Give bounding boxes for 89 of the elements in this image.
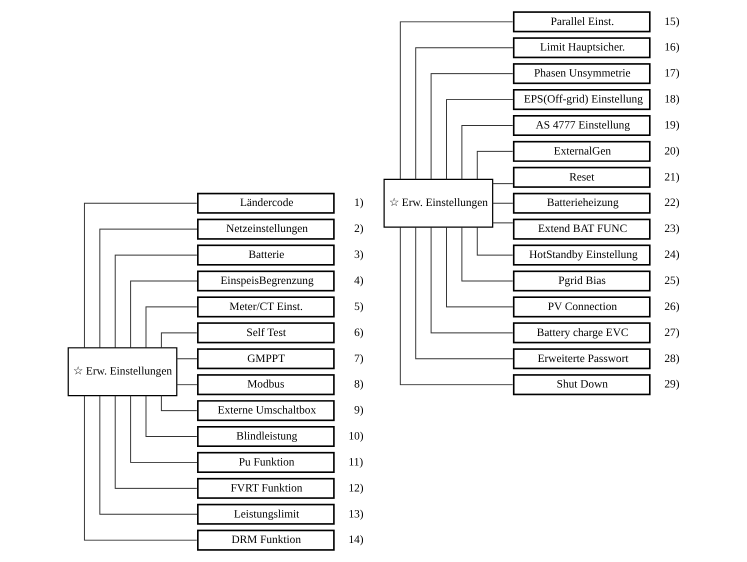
node-box: ☆ Erw. Einstellungen [67, 347, 177, 396]
connector [446, 226, 513, 308]
connector [98, 395, 197, 515]
node-box: ExternalGen [512, 140, 650, 162]
connector [83, 202, 197, 348]
node-box: Pgrid Bias [512, 270, 650, 292]
node-label: 8) [354, 378, 364, 391]
node-label: 19) [664, 119, 679, 132]
node-box: Batterie [196, 244, 334, 266]
node-label: 28) [664, 352, 679, 365]
node-box: DRM Funktion [196, 530, 334, 551]
node-label: 27) [664, 326, 679, 339]
node-box: Reset [512, 166, 650, 188]
connector [399, 21, 513, 180]
node-label: 4) [354, 274, 364, 287]
node-label: 24) [664, 249, 679, 262]
node-label: 25) [664, 274, 679, 287]
node-label: 14) [348, 534, 364, 546]
node-label: 29) [664, 378, 679, 391]
node-label: 1) [354, 197, 364, 210]
connector [414, 47, 513, 180]
node-box: Phasen Unsymmetrie [512, 63, 650, 84]
node-box: Limit Hauptsicher. [512, 37, 650, 58]
connector [145, 306, 197, 348]
node-box: Self Test [196, 322, 334, 344]
connector [460, 226, 513, 282]
connector [446, 99, 513, 180]
node-label: 23) [664, 223, 679, 236]
connector [492, 202, 513, 204]
node-box: ☆ Erw. Einstellungen [383, 178, 493, 228]
node-box: EPS(Off-grid) Einstellung [512, 89, 650, 110]
connector [83, 395, 197, 541]
node-box: Modbus [196, 374, 334, 396]
node-label: 26) [664, 300, 679, 313]
connector [114, 395, 197, 489]
node-box: Blindleistung [196, 426, 334, 448]
node-label: 11) [348, 456, 363, 468]
node-box: Netzeinstellungen [196, 218, 334, 240]
node-label: 10) [348, 430, 364, 443]
connector [160, 332, 197, 348]
node-label: 18) [664, 94, 679, 106]
node-label: 2) [354, 223, 364, 236]
node-box: AS 4777 Einstellung [512, 114, 650, 136]
node-label: 13) [348, 508, 364, 520]
node-box: Leistungslimit [196, 504, 334, 525]
node-box: Erweiterte Passwort [512, 348, 650, 370]
node-label: 21) [664, 171, 679, 184]
node-box: PV Connection [512, 296, 650, 318]
node-label: 9) [354, 404, 364, 417]
connector [130, 395, 197, 463]
connector [130, 280, 197, 348]
node-box: Parallel Einst. [512, 11, 650, 32]
node-box: Pu Funktion [196, 452, 334, 473]
node-box: Externe Umschaltbox [196, 400, 334, 422]
connector [460, 125, 513, 180]
node-label: 22) [664, 197, 679, 210]
connector [399, 226, 513, 386]
node-box: Batterieheizung [512, 192, 650, 214]
connector [114, 254, 197, 348]
connector [414, 226, 513, 360]
node-label: 17) [664, 68, 679, 80]
node-label: 6) [354, 326, 364, 339]
node-label: 7) [354, 352, 364, 365]
node-box: Meter/CT Einst. [196, 296, 334, 318]
node-label: 15) [664, 16, 679, 28]
node-label: 5) [354, 300, 364, 313]
connector [476, 150, 513, 180]
node-label: 20) [664, 145, 679, 158]
node-label: 12) [348, 482, 364, 494]
connector [160, 395, 197, 412]
connector [430, 73, 513, 180]
node-label: 16) [664, 42, 679, 54]
connector [492, 222, 513, 224]
node-box: Shut Down [512, 374, 650, 396]
node-box: FVRT Funktion [196, 478, 334, 499]
node-box: Ländercode [196, 192, 334, 214]
connector [476, 226, 513, 256]
node-box: GMPPT [196, 348, 334, 370]
node-label: 3) [354, 249, 364, 262]
node-box: HotStandby Einstellung [512, 244, 650, 266]
connector [492, 183, 513, 184]
connector [430, 226, 513, 334]
node-box: Battery charge EVC [512, 322, 650, 344]
connector [98, 228, 197, 348]
connector [145, 395, 197, 437]
node-box: Extend BAT FUNC [512, 218, 650, 240]
connector [176, 384, 197, 386]
connector [176, 358, 197, 360]
node-box: EinspeisBegrenzung [196, 270, 334, 292]
